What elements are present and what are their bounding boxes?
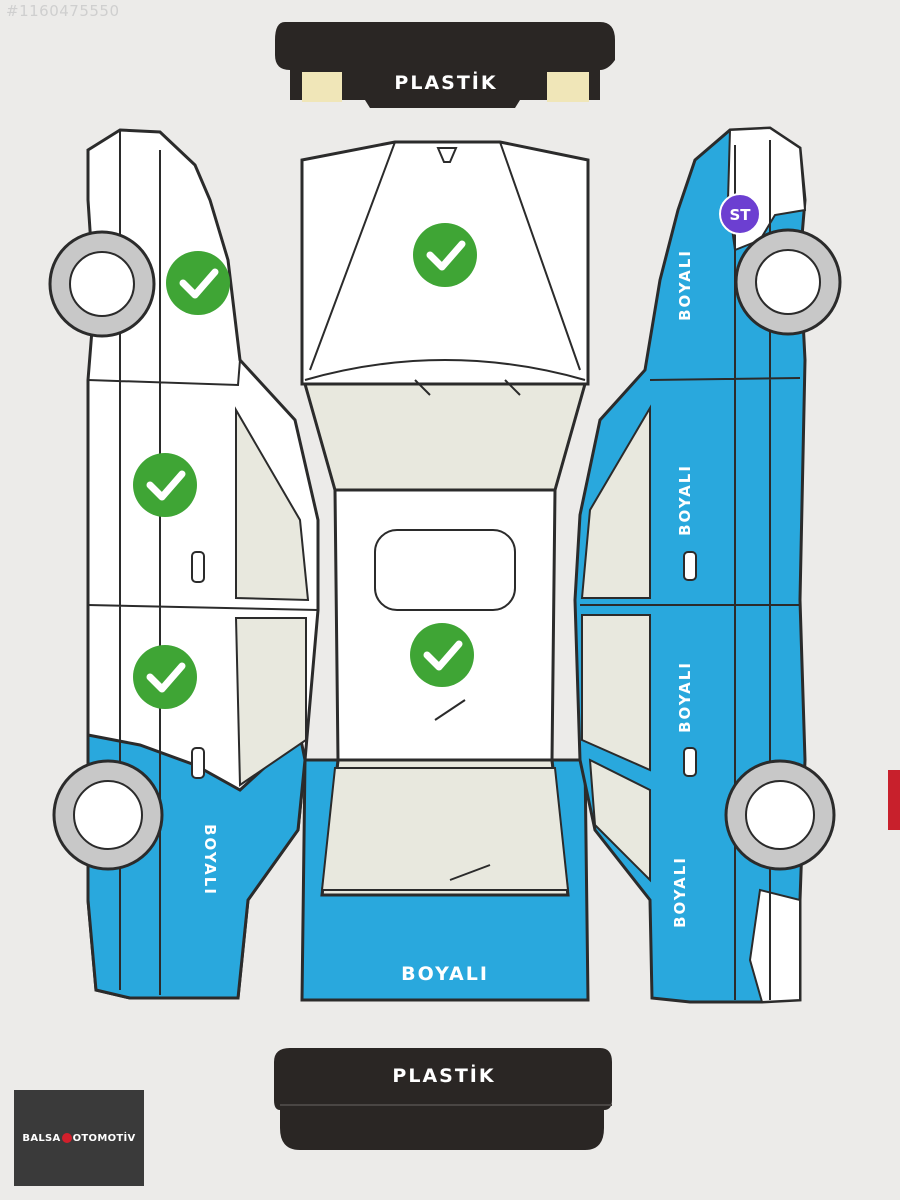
check-icon — [133, 453, 197, 517]
check-icon — [413, 223, 477, 287]
left-side-view: BOYALI — [48, 128, 320, 1000]
left-front-window — [235, 406, 310, 602]
check-marks — [133, 223, 477, 709]
dealer-logo: BALSA OTOMOTİV — [14, 1090, 144, 1186]
left-rear-window — [234, 617, 307, 787]
dealer-logo-dot-icon — [61, 1133, 72, 1143]
right-rear-window — [581, 614, 651, 772]
hood-ornament-icon — [436, 147, 458, 163]
right-front-fender-label: BOYALI — [676, 249, 694, 321]
check-icon — [133, 645, 197, 709]
trunk-label: BOYALI — [401, 963, 489, 985]
rear-bumper[interactable]: PLASTİK — [274, 1048, 612, 1150]
right-side-view: BOYALI BOYALI BOYALI BOYALI — [573, 126, 842, 1004]
sunroof — [374, 529, 516, 611]
front-bumper-label: PLASTİK — [394, 70, 497, 94]
edge-strip — [888, 770, 900, 830]
dealer-name-right: OTOMOTİV — [72, 1132, 136, 1144]
windshield — [303, 382, 587, 492]
listing-id: #1160475550 — [6, 2, 120, 20]
rear-bumper-label: PLASTİK — [392, 1063, 495, 1087]
st-badge: ST — [719, 193, 761, 235]
right-rear-fender-label: BOYALI — [671, 856, 689, 928]
dealer-name-left: BALSA — [22, 1132, 61, 1144]
check-icon — [166, 251, 230, 315]
right-front-window — [580, 404, 651, 599]
front-right-fog-light — [547, 72, 589, 102]
right-rear-door-label: BOYALI — [676, 661, 694, 733]
front-bumper[interactable]: PLASTİK — [275, 22, 615, 108]
st-badge-label: ST — [729, 206, 751, 224]
left-rear-fender-label: BOYALI — [201, 824, 219, 896]
right-front-door-label: BOYALI — [676, 464, 694, 536]
check-icon — [410, 623, 474, 687]
front-left-fog-light — [302, 72, 342, 102]
